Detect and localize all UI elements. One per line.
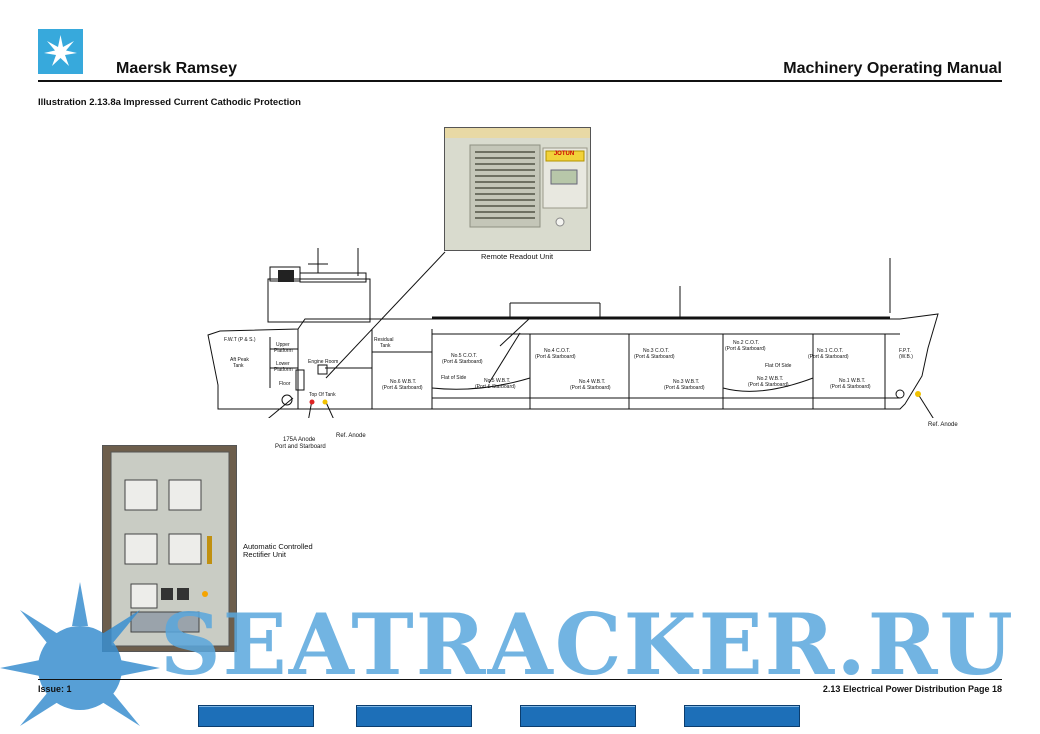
upper-platform-label-2: Platform [274,348,293,354]
no5-wbt-label-1: No.5 W.B.T. [484,378,511,384]
aft-peak-label-1: Aft Peak [230,357,249,363]
anode-175-label-1: 175A Anode [283,437,316,443]
seatracker-watermark: SEATRACKER.RU [160,590,1030,710]
no5-wbt-label-2: (Port & Starboard) [475,384,516,390]
no1-wbt-label-1: No.1 W.B.T. [839,378,866,384]
rectifier-unit-image [103,446,236,651]
no3-cot-label-1: No.3 C.O.T. [643,348,670,354]
fpt-label-1: F.P.T. [899,348,911,354]
no6-wbt-label-2: (Port & Starboard) [382,385,423,391]
nav-button-1[interactable] [198,705,314,727]
no3-cot-label-2: (Port & Starboard) [634,354,675,360]
page-reference: 2.13 Electrical Power Distribution Page … [822,684,1002,694]
no4-cot-label-1: No.4 C.O.T. [544,348,571,354]
aft-peak-label-2: Tank [233,363,244,369]
no5-cot-label-1: No.5 C.O.T. [451,353,478,359]
remote-readout-label: Remote Readout Unit [481,252,554,261]
no1-wbt-label-2: (Port & Starboard) [830,384,871,390]
top-of-tank-label: Top Of Tank [309,392,336,398]
flat-of-side-aft-label: Flat of Side [441,375,467,381]
anode-175-label-2: Port and Starboard [275,444,326,450]
nav-button-4[interactable] [684,705,800,727]
ref-anode-fwd-label: Ref. Anode [928,422,958,428]
rectifier-label-line1: Automatic Controlled [243,542,313,551]
fwt-label: F.W.T (P & S.) [224,337,256,343]
residual-tank-label-1: Residual [374,337,394,343]
footer-divider [38,679,1002,680]
issue-number: Issue: 1 [38,684,72,694]
star-icon [44,35,77,66]
manual-title: Machinery Operating Manual [783,60,1002,77]
jotun-brand-label: JOTUN [553,151,575,157]
rectifier-label-line2: Rectifier Unit [243,550,286,559]
no3-wbt-label-1: No.3 W.B.T. [673,379,700,385]
no5-cot-label-2: (Port & Starboard) [442,359,483,365]
residual-tank-label-2: Tank [380,343,391,349]
rectifier-unit-photo [102,445,237,652]
lower-platform-label-1: Lower [276,361,290,367]
ship-name: Maersk Ramsey [116,60,237,77]
no4-wbt-label-1: No.4 W.B.T. [579,379,606,385]
no2-wbt-label-2: (Port & Starboard) [748,382,789,388]
nav-button-2[interactable] [356,705,472,727]
floor-label: Floor [279,381,291,387]
remote-readout-image [445,128,590,250]
upper-platform-label-1: Upper [276,342,290,348]
no2-wbt-label-1: No.2 W.B.T. [757,376,784,382]
lower-platform-label-2: Platform [274,367,293,373]
no2-cot-label-1: No.2 C.O.T. [733,340,760,346]
header-divider [38,80,1002,82]
nav-button-3[interactable] [520,705,636,727]
no4-cot-label-2: (Port & Starboard) [535,354,576,360]
watermark-text: SEATRACKER.RU [160,595,1015,694]
no1-cot-label-1: No.1 C.O.T. [817,348,844,354]
engine-room-label: Engine Room [308,359,339,365]
no1-cot-label-2: (Port & Starboard) [808,354,849,360]
no4-wbt-label-2: (Port & Starboard) [570,385,611,391]
illustration-caption: Illustration 2.13.8a Impressed Current C… [38,97,301,108]
ref-anode-aft-label: Ref. Anode [336,433,366,439]
maersk-star-logo [38,29,83,74]
no3-wbt-label-2: (Port & Starboard) [664,385,705,391]
flat-of-side-fwd-label: Flat Of Side [765,363,792,369]
sun-burst-watermark-icon [0,582,160,726]
fpt-label-2: (W.B.) [899,354,913,360]
ship-profile-diagram [207,248,939,418]
no6-wbt-label-1: No.6 W.B.T. [390,379,417,385]
remote-readout-photo: JOTUN [444,127,591,251]
no2-cot-label-2: (Port & Starboard) [725,346,766,352]
